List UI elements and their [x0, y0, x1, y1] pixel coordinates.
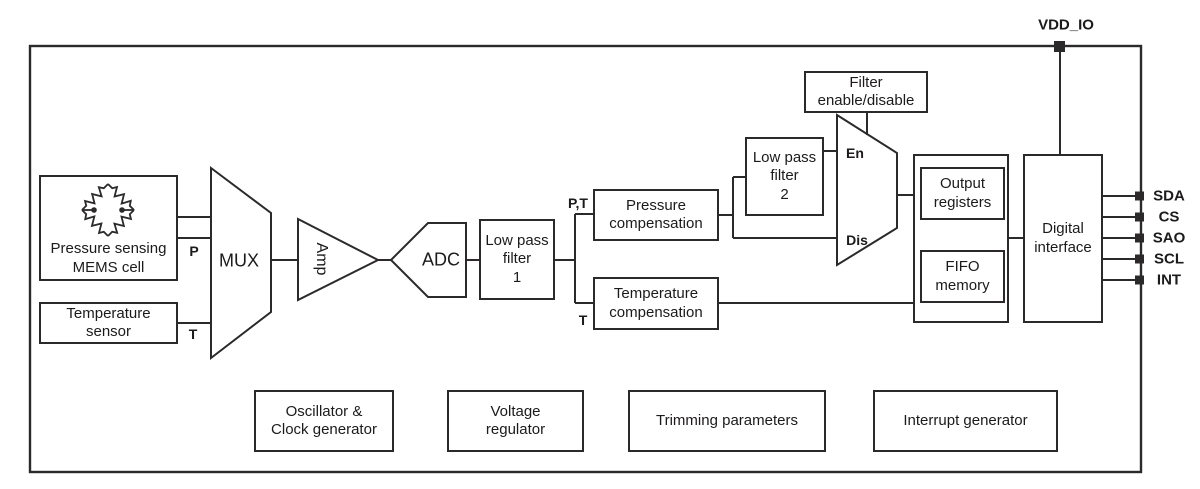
signal-label-t: T: [188, 326, 198, 342]
adc-label: ADC: [421, 249, 461, 270]
connector-lines: [178, 46, 1141, 324]
block-label: Output registers: [933, 175, 992, 211]
block-label: Interrupt generator: [903, 411, 1028, 429]
pin-label-sda: SDA: [1153, 187, 1185, 205]
mux-label: MUX: [219, 250, 259, 271]
signal-label-p: P: [189, 243, 199, 259]
pin-label-cs: CS: [1158, 208, 1180, 226]
block-label: Low pass filter 1: [485, 232, 549, 286]
pin-pads: [1135, 191, 1144, 285]
block-label: FIFO memory: [935, 258, 990, 294]
block-label: Pressure compensation: [609, 196, 703, 232]
pin-label-sao: SAO: [1152, 229, 1186, 247]
block-temperature-sensor: Temperature sensor: [39, 302, 178, 344]
vdd-io-pad: [1054, 41, 1065, 52]
block-trimming-parameters: Trimming parameters: [628, 390, 826, 452]
mux-shape: [210, 166, 272, 361]
pin-pad-sda: [1135, 191, 1144, 201]
block-label: Oscillator & Clock generator: [271, 402, 377, 438]
filter-select-mux-shape: [836, 113, 898, 267]
block-pressure-compensation: Pressure compensation: [593, 189, 719, 241]
block-label: Voltage regulator: [485, 402, 546, 438]
vdd-io-label: VDD_IO: [1038, 16, 1094, 34]
block-label: Temperature compensation: [609, 285, 703, 321]
amp-shape: [297, 217, 381, 302]
block-fifo-memory: FIFO memory: [920, 250, 1005, 303]
block-output-registers: Output registers: [920, 167, 1005, 220]
block-oscillator-clock-generator: Oscillator & Clock generator: [254, 390, 394, 452]
amp-label: Amp: [313, 242, 330, 276]
pin-pad-scl: [1135, 254, 1144, 264]
pin-label-scl: SCL: [1154, 250, 1184, 268]
block-low-pass-filter-1: Low pass filter 1: [479, 219, 555, 300]
signal-label-dis: Dis: [846, 232, 868, 248]
block-label: Low pass filter 2: [752, 149, 817, 203]
block-label: Digital interface: [1034, 220, 1092, 256]
block-interrupt-generator: Interrupt generator: [873, 390, 1058, 452]
pin-label-int: INT: [1156, 271, 1182, 289]
block-label: Pressure sensing MEMS cell: [50, 240, 167, 276]
block-digital-interface: Digital interface: [1023, 154, 1103, 323]
pin-pad-sao: [1135, 233, 1144, 243]
block-low-pass-filter-2: Low pass filter 2: [745, 137, 824, 216]
signal-label-en: En: [846, 145, 864, 161]
block-pressure-sensing-mems-cell: Pressure sensing MEMS cell: [39, 175, 178, 281]
block-label: Trimming parameters: [656, 411, 798, 429]
wheatstone-bridge-icon: [78, 180, 138, 240]
block-registers-container: [913, 154, 1009, 323]
pin-pad-int: [1135, 275, 1144, 285]
signal-label-pt: P,T: [568, 195, 588, 211]
pin-pad-cs: [1135, 212, 1144, 222]
block-label: Temperature sensor: [66, 304, 151, 340]
signal-label-t2: T: [578, 312, 588, 328]
block-temperature-compensation: Temperature compensation: [593, 277, 719, 330]
block-voltage-regulator: Voltage regulator: [447, 390, 584, 452]
block-label: Filter enable/disable: [817, 73, 915, 109]
block-filter-enable-disable: Filter enable/disable: [804, 71, 928, 113]
adc-shape: [389, 222, 467, 298]
